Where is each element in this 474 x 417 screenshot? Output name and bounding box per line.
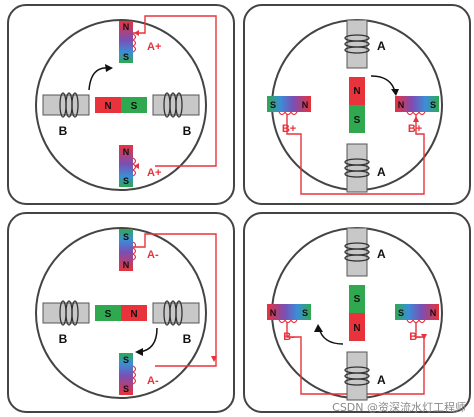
right-coil-pole: [152, 300, 200, 326]
stepper-diagram-1: N S A+ N S A+ B: [7, 4, 235, 205]
label-a-bottom: A: [377, 165, 386, 179]
top-coil-pole: [344, 19, 370, 69]
label-a-plus-bottom: A+: [147, 167, 161, 179]
svg-text:S: S: [354, 294, 361, 305]
rotation-arrow-head: [105, 64, 113, 72]
bottom-pole-magnet: N S: [119, 145, 137, 187]
label-b-left: B: [59, 332, 68, 346]
label-a-minus-bottom: A-: [147, 375, 159, 387]
left-pole-magnet: N S: [267, 304, 311, 324]
label-b-right: B: [183, 124, 192, 138]
label-b-minus-right: B-: [409, 331, 421, 343]
rotor-magnet: N S: [349, 77, 365, 133]
label-b-right: B: [183, 332, 192, 346]
pole-letter-n: N: [123, 22, 130, 32]
svg-text:S: S: [354, 115, 361, 126]
label-a-bottom: A: [377, 373, 386, 387]
svg-text:N: N: [430, 308, 437, 318]
right-coil-pole: [152, 92, 200, 118]
panel-step-2: A A S N B+ N S B+ N S: [243, 4, 471, 205]
left-coil-pole: [42, 300, 90, 326]
wire-arrow-head: [134, 30, 139, 36]
svg-text:S: S: [105, 309, 112, 320]
top-coil-pole: [344, 227, 370, 277]
svg-text:N: N: [302, 100, 309, 110]
panel-step-3: S N A- S S A- B B S: [7, 212, 235, 413]
left-coil-pole: [42, 92, 90, 118]
left-pole-magnet: S N: [267, 96, 311, 116]
svg-text:S: S: [131, 101, 138, 112]
svg-text:N: N: [130, 309, 137, 320]
svg-text:N: N: [123, 260, 130, 270]
svg-text:S: S: [123, 232, 129, 242]
right-pole-magnet: S N: [395, 304, 439, 324]
svg-text:N: N: [353, 86, 360, 97]
watermark: CSDN @资深流水灯工程师: [332, 401, 466, 414]
wire-arrow-head: [134, 163, 139, 169]
label-a-minus-top: A-: [147, 249, 159, 261]
bottom-coil-pole: [344, 351, 370, 401]
right-pole-magnet: N S: [395, 96, 439, 116]
svg-text:N: N: [353, 323, 360, 334]
label-a-plus-top: A+: [147, 41, 161, 53]
svg-text:S: S: [123, 355, 129, 365]
bottom-coil-pole: [344, 143, 370, 193]
rotor-magnet: N S: [95, 97, 147, 113]
bottom-pole-magnet: S S: [119, 353, 137, 395]
rotor-magnet: S N: [95, 305, 147, 321]
svg-text:N: N: [104, 101, 111, 112]
pole-letter-s: S: [123, 52, 129, 62]
wire-a: [132, 15, 217, 167]
stepper-diagram-4: A A N S B- S N B- S N: [243, 212, 471, 413]
svg-text:N: N: [398, 100, 405, 110]
top-pole-magnet: S N: [119, 229, 137, 271]
svg-text:S: S: [123, 384, 129, 394]
label-b-plus-right: B+: [408, 123, 422, 135]
label-b-minus-left: B-: [283, 331, 295, 343]
label-a-top: A: [377, 39, 386, 53]
svg-text:S: S: [123, 176, 129, 186]
label-a-top: A: [377, 247, 386, 261]
svg-text:S: S: [270, 100, 276, 110]
top-pole-magnet: N S: [119, 21, 137, 63]
svg-text:S: S: [302, 308, 308, 318]
panel-step-1: N S A+ N S A+ B: [7, 4, 235, 205]
panel-step-4: A A N S B- S N B- S N: [243, 212, 471, 413]
svg-text:S: S: [398, 308, 404, 318]
svg-text:S: S: [430, 100, 436, 110]
label-b-plus-left: B+: [282, 123, 296, 135]
svg-text:N: N: [270, 308, 277, 318]
rotor-magnet: S N: [349, 285, 365, 341]
stepper-diagram-2: A A S N B+ N S B+ N S: [243, 4, 471, 205]
stepper-diagram-3: S N A- S S A- B B S: [7, 212, 235, 413]
label-b-left: B: [59, 124, 68, 138]
svg-text:N: N: [123, 147, 130, 157]
